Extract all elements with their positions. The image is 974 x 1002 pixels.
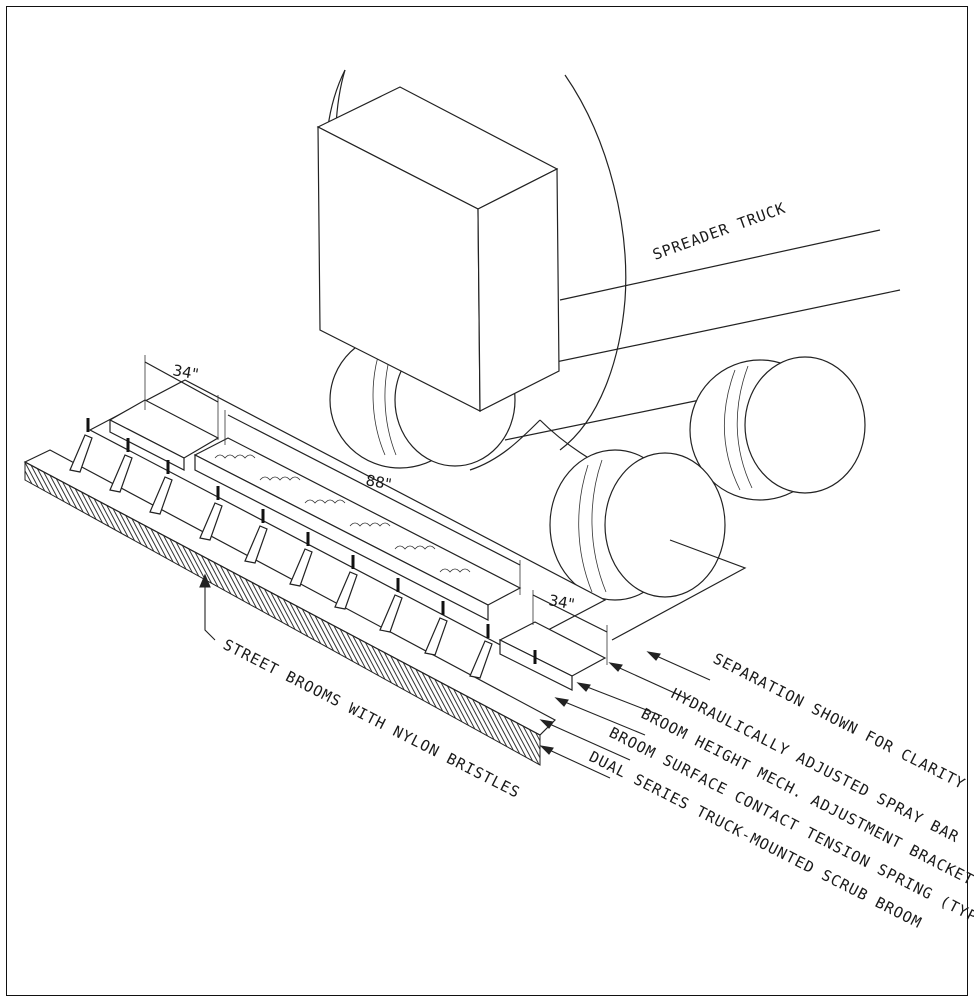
dimension-left: 34"	[144, 355, 219, 440]
height-brackets	[69, 434, 493, 679]
center-spraybar-coil	[214, 454, 471, 573]
dim-right-label: 34"	[547, 591, 576, 613]
axle-separation-line	[611, 539, 747, 641]
truck-chassis-line	[504, 399, 701, 441]
front-bristles	[24, 461, 541, 766]
center-spraybar-side	[194, 454, 489, 621]
dimension-center: 88"	[224, 410, 521, 595]
truck-frame-top	[559, 229, 881, 301]
dim-center-label: 88"	[364, 471, 393, 493]
tension-springs	[86, 418, 537, 664]
rear-wheel-front	[549, 449, 726, 601]
right-spraybar-side	[499, 639, 573, 691]
left-spraybar-side	[109, 419, 185, 471]
callout-leaders	[199, 573, 711, 779]
spreader-truck: SPREADER TRUCK	[316, 69, 901, 641]
dimension-right: 34"	[532, 590, 608, 665]
truck-cab-front-arc	[559, 74, 627, 451]
rear-wheel-back	[689, 356, 866, 501]
dim-left-label: 34"	[171, 361, 200, 383]
truck-box-right	[477, 168, 560, 412]
broom-assembly	[23, 379, 607, 766]
